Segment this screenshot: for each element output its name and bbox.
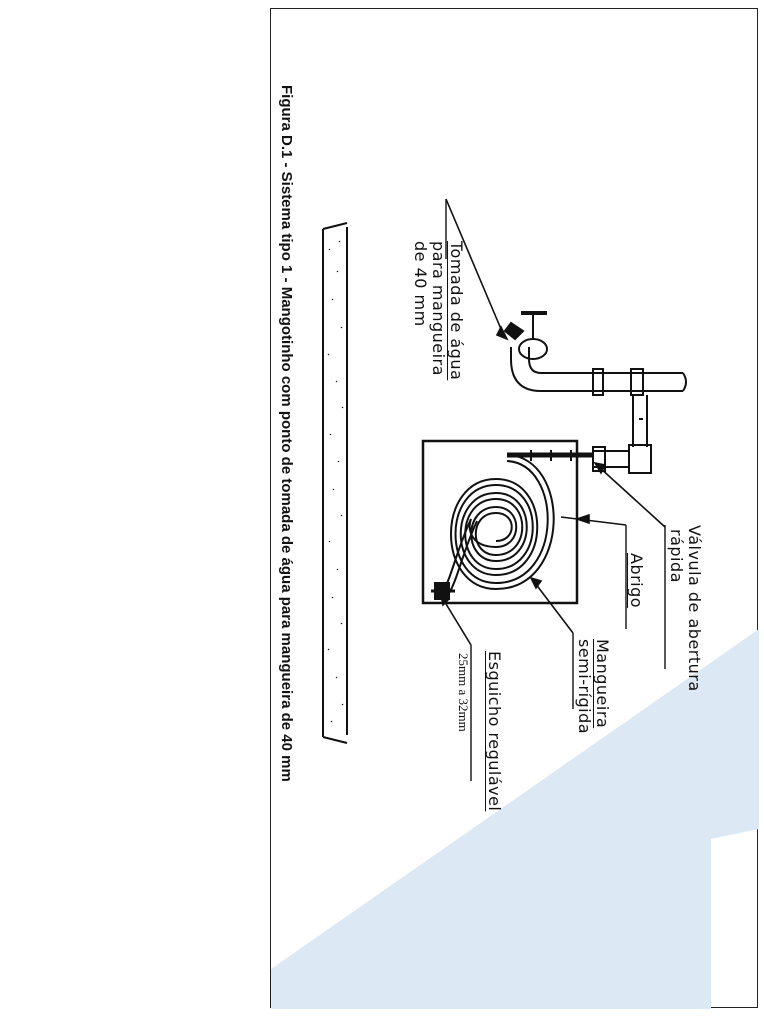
label-valve-line2: rápida bbox=[667, 529, 686, 583]
coiled-hose bbox=[442, 454, 555, 594]
concrete-speckle bbox=[327, 240, 344, 723]
label-water-outlet-line3: de 40 mm bbox=[411, 241, 430, 327]
concrete-wall bbox=[322, 222, 348, 744]
label-valve-line1: Válvula de abertura bbox=[685, 525, 704, 692]
supply-pipe bbox=[541, 368, 687, 396]
outlet-valve bbox=[503, 311, 548, 392]
label-nozzle-size: 25mm a 32mm bbox=[456, 653, 471, 732]
figure-caption: Figura D.1 - Sistema tipo 1 - Mangotinho… bbox=[278, 85, 295, 782]
leader-valve bbox=[598, 466, 666, 528]
leader-lines bbox=[439, 198, 666, 646]
leader-shelter bbox=[560, 516, 627, 526]
label-nozzle: Esguicho regulável bbox=[485, 651, 504, 812]
label-hose-line1: Mangueira bbox=[593, 639, 612, 729]
watermark-shape bbox=[271, 629, 759, 1009]
label-water-outlet: Tomada de água para mangueira de 40 mm bbox=[411, 241, 466, 381]
figure-frame: Tomada de água para mangueira de 40 mm V… bbox=[270, 8, 759, 1009]
leader-hose bbox=[534, 582, 574, 634]
leader-outlet bbox=[445, 198, 502, 330]
label-valve: Válvula de abertura rápida bbox=[667, 525, 704, 692]
label-hose-line2: semi-rígida bbox=[575, 639, 594, 735]
label-water-outlet-line2: para mangueira bbox=[429, 241, 448, 376]
leader-nozzle bbox=[442, 598, 472, 646]
fire-hose-diagram bbox=[322, 198, 687, 781]
background-watermark bbox=[271, 629, 759, 1009]
label-underlines bbox=[445, 199, 666, 781]
shelter-box bbox=[421, 439, 579, 605]
label-hose: Mangueira semi-rígida bbox=[575, 639, 612, 735]
riser-pipe bbox=[628, 395, 652, 474]
label-shelter: Abrigo bbox=[627, 553, 646, 609]
label-water-outlet-line1: Tomada de água bbox=[447, 241, 466, 381]
